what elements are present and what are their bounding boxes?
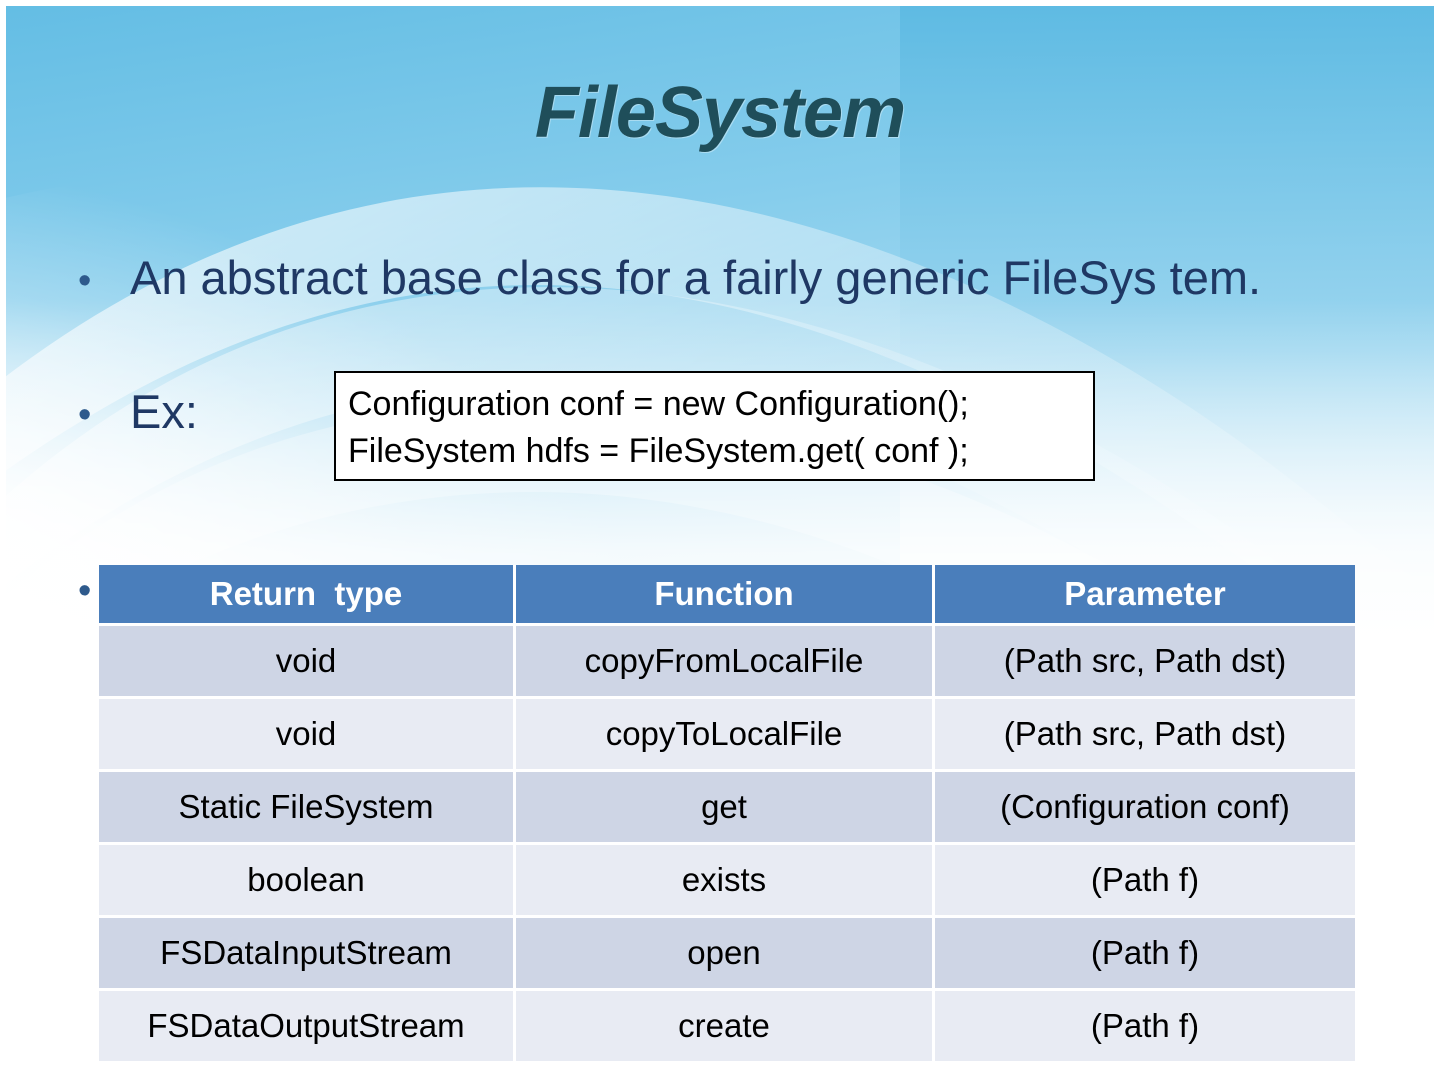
cell-return-type: boolean [99,845,516,918]
table-row: FSDataOutputStream create (Path f) [99,991,1355,1061]
code-line-2: FileSystem hdfs = FileSystem.get( conf )… [348,431,969,470]
table-header-function: Function [516,565,935,626]
cell-function: copyFromLocalFile [516,626,935,699]
table-header-row: Return type Function Parameter [99,565,1355,626]
cell-function: create [516,991,935,1061]
table-header-return-type: Return type [99,565,516,626]
table-row: boolean exists (Path f) [99,845,1355,918]
cell-function: open [516,918,935,991]
cell-parameter: (Path src, Path dst) [935,699,1355,772]
cell-parameter: (Path f) [935,845,1355,918]
table-header-parameter: Parameter [935,565,1355,626]
cell-return-type: FSDataOutputStream [99,991,516,1061]
cell-function: copyToLocalFile [516,699,935,772]
cell-parameter: (Path src, Path dst) [935,626,1355,699]
code-line-1: Configuration conf = new Configuration()… [348,385,969,423]
cell-function: get [516,772,935,845]
table-row: void copyFromLocalFile (Path src, Path d… [99,626,1355,699]
cell-parameter: (Path f) [935,991,1355,1061]
cell-return-type: Static FileSystem [99,772,516,845]
table-row: Static FileSystem get (Configuration con… [99,772,1355,845]
cell-parameter: (Path f) [935,918,1355,991]
cell-return-type: void [99,699,516,772]
filesystem-api-table: Return type Function Parameter void copy… [99,565,1355,1061]
cell-parameter: (Configuration conf) [935,772,1355,845]
cell-function: exists [516,845,935,918]
cell-return-type: FSDataInputStream [99,918,516,991]
code-snippet-box: Configuration conf = new Configuration()… [334,371,1095,481]
table-row: void copyToLocalFile (Path src, Path dst… [99,699,1355,772]
cell-return-type: void [99,626,516,699]
table-row: FSDataInputStream open (Path f) [99,918,1355,991]
